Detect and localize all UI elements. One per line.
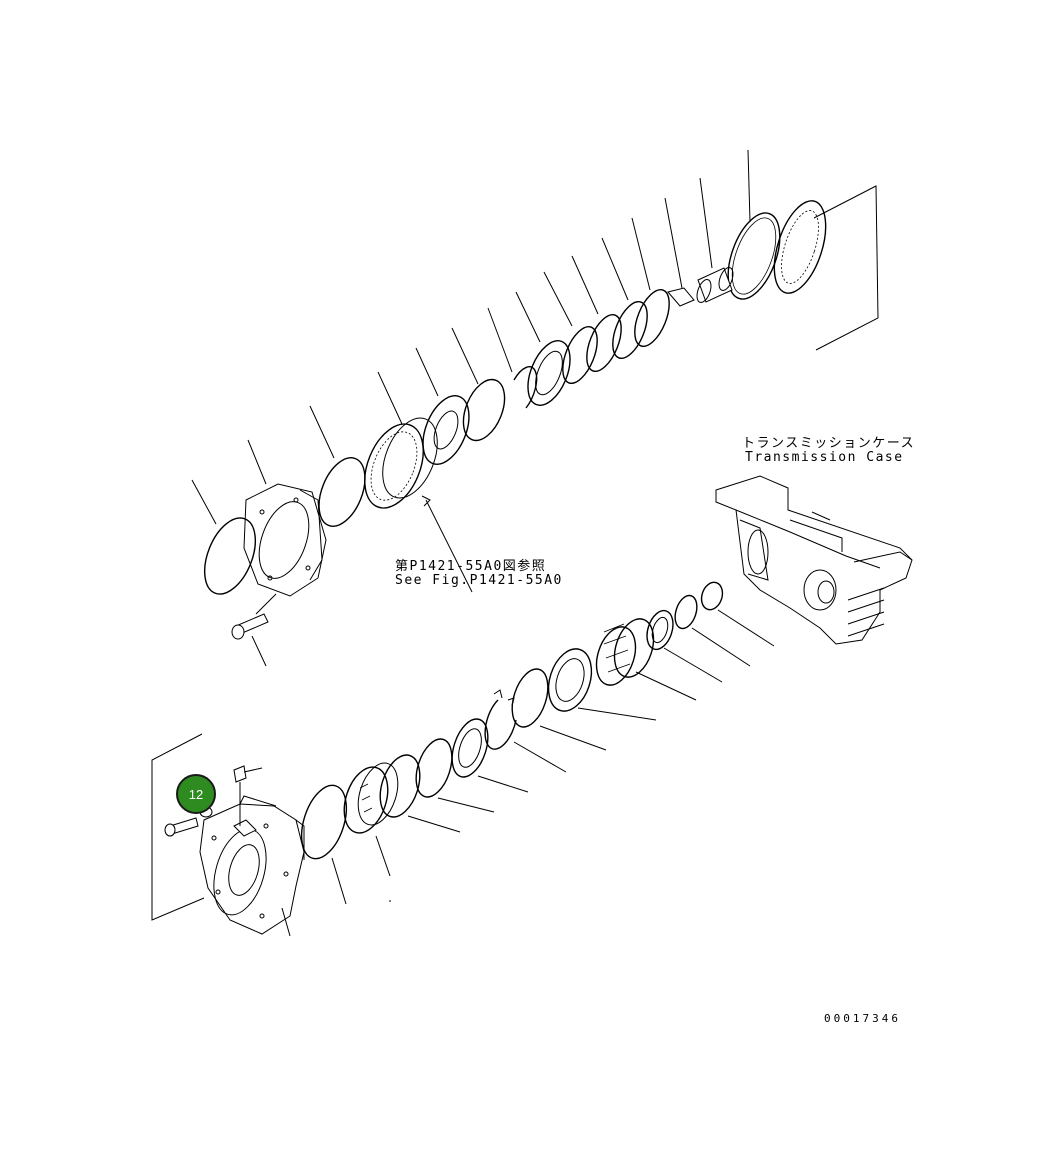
drawing-number: 00017346	[824, 1012, 901, 1025]
gear-disc	[773, 185, 879, 351]
cover-housing	[199, 795, 305, 937]
bearing-race	[547, 648, 657, 721]
snap-ring-lower-4	[511, 668, 607, 751]
thrust-washer	[415, 347, 470, 465]
bearing-cage	[343, 762, 399, 877]
reference-label-en: See Fig.P1421-55A0	[395, 573, 563, 588]
large-ring	[727, 149, 781, 300]
breather-plug	[233, 765, 263, 826]
transmission-case-label-en: Transmission Case	[745, 450, 904, 465]
part-callout-badge[interactable]: 12	[176, 774, 216, 814]
upper-assembly	[191, 149, 879, 667]
o-ring-left	[309, 405, 366, 527]
roller-bearing	[595, 618, 697, 701]
retainer-housing	[243, 439, 327, 597]
key-piece	[664, 197, 695, 307]
transmission-case	[715, 475, 913, 645]
bolt-upper	[231, 593, 277, 667]
o-ring-upper	[451, 327, 506, 442]
pinion-shaft	[696, 177, 734, 303]
ring-lower-5	[415, 738, 495, 813]
bracket-left	[151, 733, 205, 921]
lower-assembly	[151, 581, 775, 937]
part-callout-number: 12	[188, 786, 204, 802]
reference-label-jp: 第P1421-55A0図参照	[395, 559, 547, 574]
clutch-drum	[364, 371, 473, 593]
open-ring-lower	[484, 689, 567, 773]
snap-ring-lower-1	[700, 581, 775, 647]
bolt-lower	[164, 806, 213, 837]
o-ring-lower	[300, 784, 348, 905]
ring-lower-2	[674, 594, 751, 667]
ring-lower-3	[646, 609, 723, 683]
bearing-ring	[515, 291, 571, 406]
open-snap-ring	[487, 307, 538, 409]
snap-rings	[543, 217, 670, 385]
o-ring-far-left	[191, 479, 257, 595]
transmission-case-label-jp: トランスミッションケース	[742, 436, 916, 451]
lock-plate	[451, 718, 529, 793]
ring-lower-6	[379, 754, 461, 833]
